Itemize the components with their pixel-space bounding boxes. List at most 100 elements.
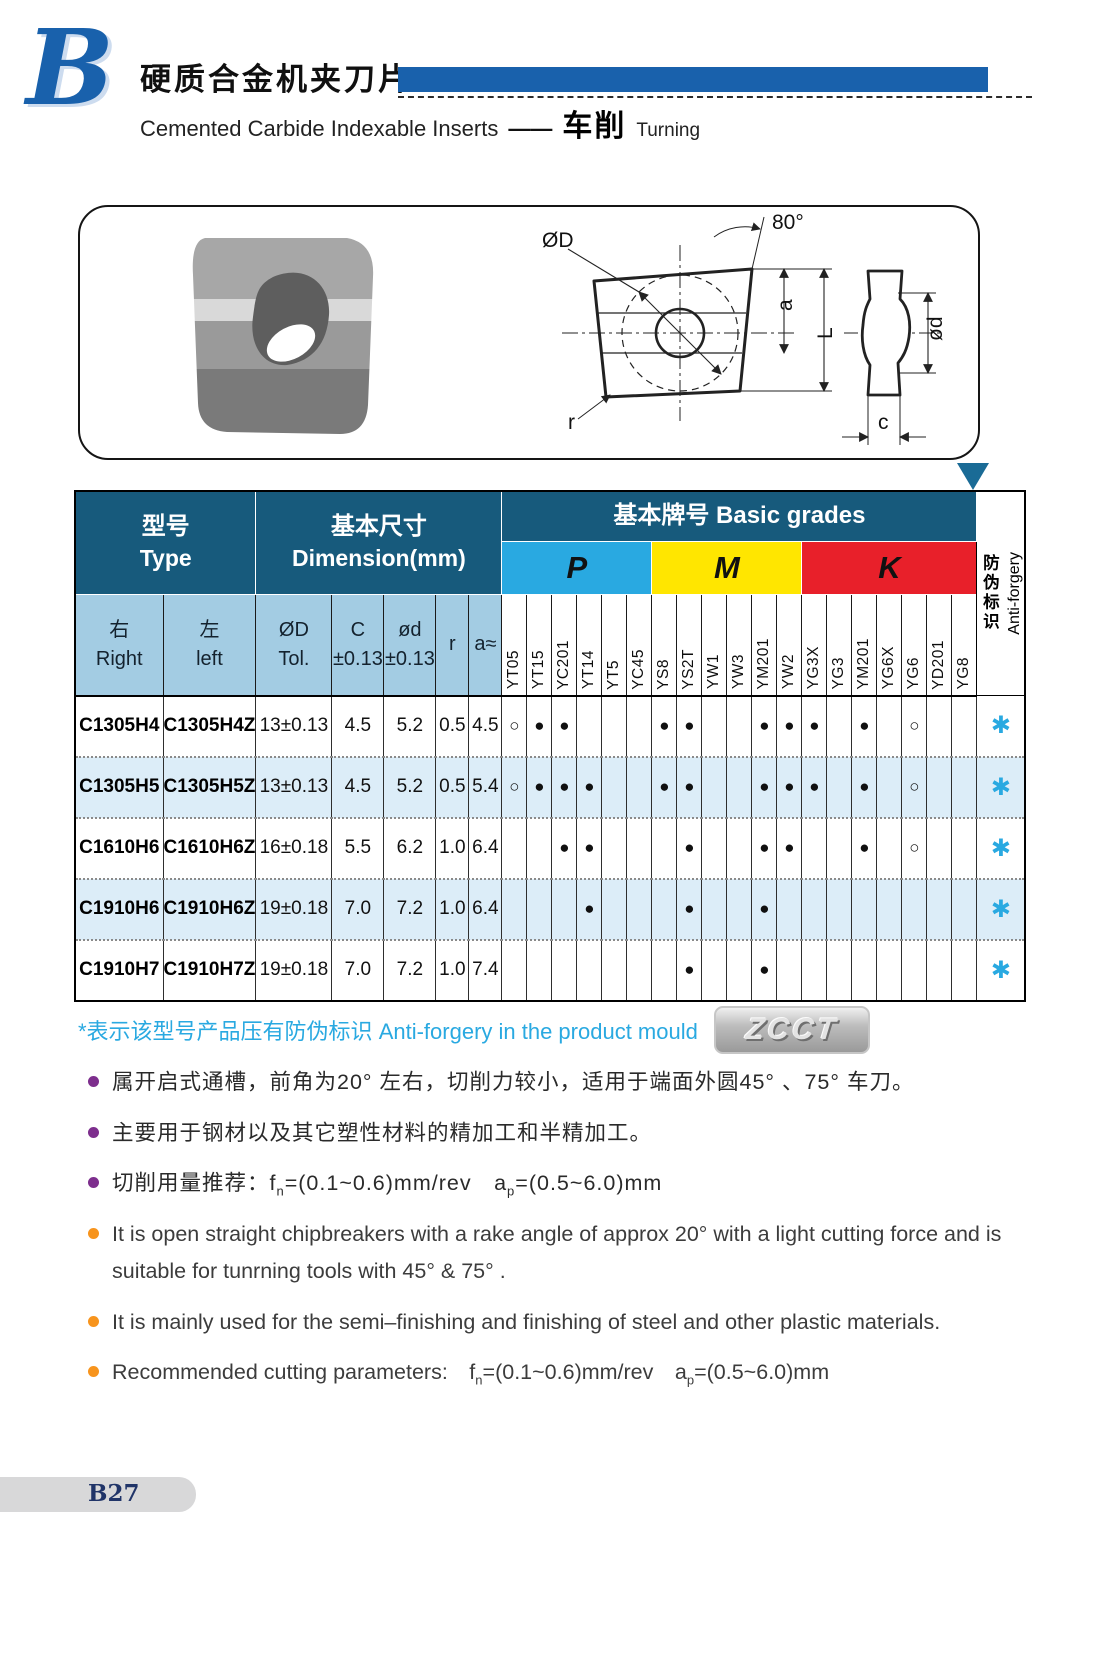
col-header-od: ød±0.13 [383, 593, 437, 697]
cell-grade-mark: ● [526, 756, 553, 818]
cell-grade-mark: ● [676, 695, 703, 757]
front-view [562, 216, 832, 421]
cell-r: 1.0 [435, 939, 470, 1001]
grade-column-header: YG6 [901, 593, 928, 697]
cell-type-right: C1610H6 [74, 817, 164, 879]
cell-grade-mark: ● [576, 878, 603, 940]
cell-diameter-tol: 16±0.18 [255, 817, 333, 879]
grade-column-header: YT5 [601, 593, 628, 697]
grade-band-m: M [651, 540, 803, 595]
cell-grade-mark [926, 817, 953, 879]
cell-grade-mark [826, 756, 853, 818]
cell-grade-mark [951, 756, 978, 818]
grade-column-header: YC201 [551, 593, 578, 697]
grade-column-header: YC45 [626, 593, 653, 697]
cell-grade-mark [951, 695, 978, 757]
cell-grade-mark [701, 817, 728, 879]
cell-grade-mark [951, 817, 978, 879]
grade-column-header: YS8 [651, 593, 678, 697]
grade-column-header: YT15 [526, 593, 553, 697]
cell-grade-mark [826, 695, 853, 757]
cell-grade-mark [601, 939, 628, 1001]
cell-grade-mark [501, 939, 528, 1001]
cell-type-right: C1910H7 [74, 939, 164, 1001]
cell-grade-mark: ● [851, 695, 878, 757]
header-antiforgery: 防伪标识 Anti-forgery [976, 490, 1026, 696]
bullet-dot-icon [88, 1315, 99, 1327]
antiforgery-note: *表示该型号产品压有防伪标识 Anti-forgery in the produ… [78, 1006, 870, 1054]
cell-grade-mark: ● [851, 817, 878, 879]
page-title: 硬质合金机夹刀片 [140, 62, 412, 97]
cell-grade-mark: ● [551, 756, 578, 818]
side-view [842, 269, 944, 445]
cell-grade-mark [926, 939, 953, 1001]
cell-grade-mark: ● [651, 756, 678, 818]
note-item: It is open straight chipbreakers with a … [88, 1216, 1034, 1289]
cell-type-left: C1305H5Z [162, 756, 257, 818]
cell-grade-mark: ● [751, 695, 778, 757]
cell-grade-mark: ○ [901, 695, 928, 757]
cell-grade-mark [626, 878, 653, 940]
label-diameter-D: ØD [542, 229, 574, 252]
cell-grade-mark [626, 939, 653, 1001]
cell-antiforgery-mark: ✱ [976, 756, 1026, 818]
header-type: 型号 Type [74, 490, 257, 595]
cell-grade-mark [826, 939, 853, 1001]
cell-grade-mark [526, 939, 553, 1001]
cell-od: 7.2 [383, 878, 437, 940]
grade-column-header: YT14 [576, 593, 603, 697]
cell-grade-mark [901, 939, 928, 1001]
feature-notes: 属开启式通槽，前角为20° 左右，切削力较小，适用于端面外圆45° 、75° 车… [88, 1064, 1034, 1406]
cell-grade-mark [826, 878, 853, 940]
cell-grade-mark: ● [676, 939, 703, 1001]
cell-c: 7.0 [331, 939, 385, 1001]
antiforgery-note-text: *表示该型号产品压有防伪标识 Anti-forgery in the produ… [78, 1019, 698, 1044]
cell-type-right: C1305H5 [74, 756, 164, 818]
header-dimension: 基本尺寸 Dimension(mm) [255, 490, 503, 595]
subtitle-dash: —— [508, 116, 553, 141]
cell-od: 6.2 [383, 817, 437, 879]
cell-grade-mark [926, 756, 953, 818]
cell-grade-mark [726, 756, 753, 818]
cell-grade-mark [726, 817, 753, 879]
cell-grade-mark [851, 878, 878, 940]
cell-r: 1.0 [435, 817, 470, 879]
cell-diameter-tol: 19±0.18 [255, 939, 333, 1001]
insert-drawing: ØD 80° a L r ød c [192, 211, 947, 445]
cell-grade-mark: ● [576, 817, 603, 879]
cell-grade-mark [601, 817, 628, 879]
cell-grade-mark [876, 939, 903, 1001]
label-angle-80: 80° [772, 211, 804, 234]
antiforgery-label-en: Anti-forgery [1006, 552, 1024, 635]
subtitle-english: Cemented Carbide Indexable Inserts [140, 116, 499, 141]
cell-a: 7.4 [468, 939, 503, 1001]
cell-grade-mark [876, 817, 903, 879]
subtitle-chinese: 车削 [562, 110, 627, 143]
cell-grade-mark [826, 817, 853, 879]
cell-c: 4.5 [331, 756, 385, 818]
cell-grade-mark: ● [801, 756, 828, 818]
cell-grade-mark [601, 878, 628, 940]
cell-grade-mark: ● [676, 817, 703, 879]
col-header-c: C±0.13 [331, 593, 385, 697]
cell-grade-mark: ● [676, 878, 703, 940]
cell-a: 6.4 [468, 817, 503, 879]
cell-od: 5.2 [383, 695, 437, 757]
cell-grade-mark [651, 878, 678, 940]
note-item: 切削用量推荐：fn=(0.1~0.6)mm/rev ap=(0.5~6.0)mm [88, 1165, 1034, 1202]
cell-r: 0.5 [435, 695, 470, 757]
cell-grade-mark: ○ [901, 817, 928, 879]
bullet-dot-icon [88, 1126, 99, 1138]
cell-type-left: C1910H6Z [162, 878, 257, 940]
header-basic-grades: 基本牌号 Basic grades [501, 490, 978, 542]
cell-antiforgery-mark: ✱ [976, 939, 1026, 1001]
cell-grade-mark [726, 939, 753, 1001]
cell-type-left: C1305H4Z [162, 695, 257, 757]
cell-type-left: C1910H7Z [162, 939, 257, 1001]
